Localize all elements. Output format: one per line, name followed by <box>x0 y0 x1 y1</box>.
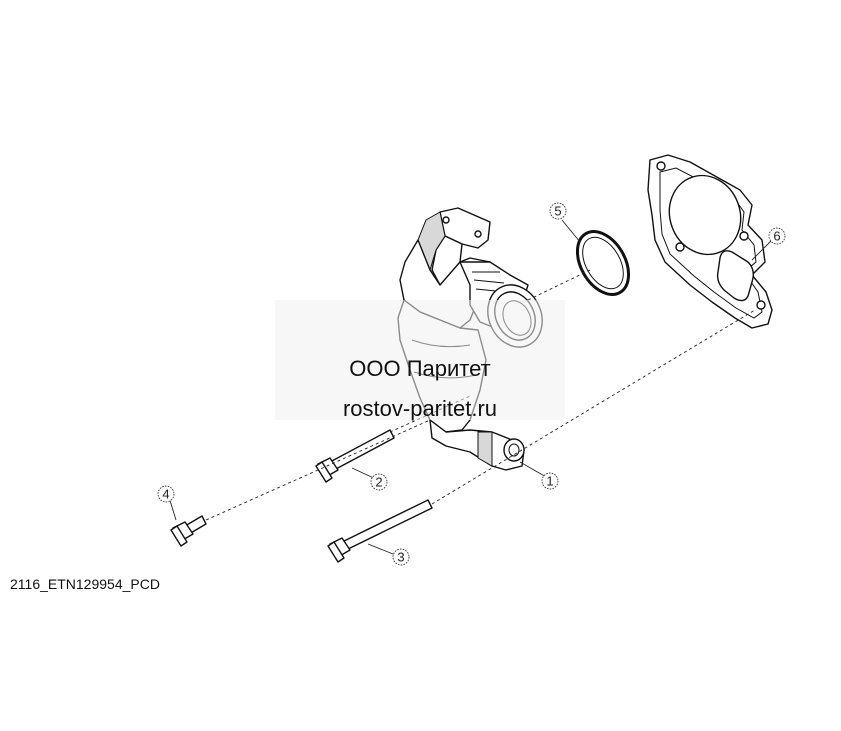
callout-3: 3 <box>392 548 410 566</box>
bolt-3-part <box>327 499 433 563</box>
callout-2-label: 2 <box>375 475 382 490</box>
callout-5-label: 5 <box>554 204 561 219</box>
drawing-id: 2116_ETN129954_PCD <box>10 576 160 592</box>
watermark-website: rostov-paritet.ru <box>342 396 498 421</box>
gasket-part <box>647 154 773 329</box>
callout-1-label: 1 <box>546 474 553 489</box>
callout-5: 5 <box>549 202 567 220</box>
callout-6-label: 6 <box>773 229 780 244</box>
watermark-backdrop <box>275 300 565 420</box>
callout-1: 1 <box>541 472 559 490</box>
o-ring-part <box>575 230 631 296</box>
bolt-4-part <box>170 515 207 547</box>
leader-lines <box>167 219 773 557</box>
callout-4: 4 <box>157 485 175 503</box>
callout-3-label: 3 <box>397 550 404 565</box>
callout-4-label: 4 <box>162 487 169 502</box>
callout-6: 6 <box>768 227 786 245</box>
callout-2: 2 <box>370 473 388 491</box>
watermark-company: ООО Паритет <box>349 356 491 381</box>
